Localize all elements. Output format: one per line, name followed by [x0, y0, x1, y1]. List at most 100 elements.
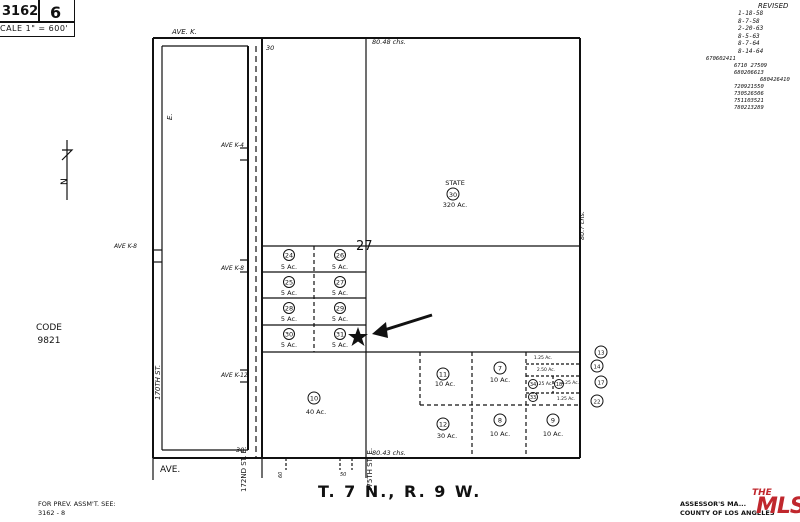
street-ave-k8: AVE K-8	[113, 243, 137, 250]
revision-line: 720921550	[734, 84, 764, 90]
parcel-area: 10 Ac.	[490, 430, 510, 438]
dim-bottom-chain: 80.43 chs.	[372, 449, 406, 457]
revision-line: 6710 27509	[734, 63, 768, 69]
subject-star-icon	[348, 327, 368, 346]
revised-title: REVISED	[758, 2, 789, 10]
parcel-area: 10 Ac.	[543, 430, 563, 438]
assessor-line-2: COUNTY OF LOS ANGELES	[680, 509, 775, 517]
dim-right-chain: 80.? chs.	[578, 211, 586, 240]
parcel-number: 13	[598, 351, 605, 357]
parcel-number: 11	[439, 371, 447, 379]
parcel-number: 10	[310, 395, 318, 403]
prev-line-1: FOR PREV. ASSM'T. SEE:	[38, 500, 116, 508]
street-ave-k12: AVE K-12	[220, 372, 248, 379]
parcel-area: 5 Ac.	[281, 263, 297, 271]
revision-line: 1-18-58	[738, 10, 764, 17]
parcel-number: 12	[439, 421, 447, 429]
revision-line: 751103521	[734, 98, 764, 104]
parcel-area: 5 Ac.	[281, 289, 297, 297]
parcel-number: 30	[449, 191, 457, 199]
prev-line-2: 3162 - 8	[38, 509, 66, 517]
parcel-number: 27	[336, 279, 344, 287]
code-value: 9821	[37, 336, 61, 346]
dim-30-bottom: 30	[236, 446, 244, 454]
revision-line: 8-7-64	[738, 40, 760, 47]
parcel-circle-state	[446, 187, 460, 201]
revision-line: 2-20-63	[738, 25, 764, 32]
assessor-line-1: ASSESSOR'S MA...	[680, 500, 747, 508]
parcel-area: 5 Ac.	[281, 341, 297, 349]
parcel-number: 18	[556, 382, 562, 388]
header-divider	[38, 0, 40, 22]
parcel-number: 28	[285, 305, 293, 313]
street-ave-k4: AVE K-4	[220, 142, 244, 149]
parcel-number: 26	[336, 252, 344, 260]
small-area: .25 Ac.	[537, 381, 553, 387]
street-e: E.	[166, 113, 174, 120]
header-rule	[0, 21, 74, 23]
revision-line: 670602411	[706, 56, 736, 62]
parcel-area: 320 Ac.	[443, 201, 467, 209]
revision-numbers: 670602411 6710 27509 680206613 680426410…	[706, 56, 790, 112]
street-170th: 170TH ST.	[154, 365, 162, 400]
mls-watermark-logo: MLS	[756, 494, 800, 519]
north-arrow-icon	[61, 140, 74, 200]
parcel-area: 30 Ac.	[437, 432, 457, 440]
small-area: 2.50 Ac.	[537, 367, 555, 373]
revision-line: 8-5-63	[738, 32, 760, 40]
parcel-area: 5 Ac.	[332, 289, 348, 297]
dim-60: 60	[278, 472, 284, 478]
parcel-area: 40 Ac.	[306, 408, 326, 416]
street-ave-k: AVE. K.	[171, 28, 197, 36]
parcel-number: 34	[530, 382, 536, 388]
revision-line: 8-14-64	[738, 47, 764, 55]
map-page-number: 6	[50, 3, 62, 22]
code-label: CODE	[36, 323, 62, 333]
revision-line: 730526506	[734, 91, 764, 97]
map-book-header	[0, 0, 75, 37]
section-number: 27	[356, 239, 373, 254]
small-area: 1.25 Ac.	[557, 396, 575, 402]
small-area: 1.25 Ac.	[534, 355, 552, 361]
subject-arrow-icon	[372, 313, 433, 338]
code-block: CODE 9821	[36, 322, 62, 348]
parcel-area: 5 Ac.	[281, 315, 297, 323]
revision-line: 8-7-58	[738, 17, 760, 25]
street-172nd: 172ND ST. E.	[240, 447, 248, 492]
revision-dates: 1-18-58 8-7-58 2-20-63 8-5-63 8-7-64 8-1…	[738, 10, 763, 55]
parcel-number: 7	[498, 365, 502, 373]
parcel-number: 29	[336, 305, 344, 313]
street-ave-k8-inner: AVE K-8	[220, 265, 244, 272]
map-book-number: 3162	[2, 4, 39, 19]
township-range: T. 7 N., R. 9 W.	[318, 482, 482, 501]
parcel-label: STATE	[445, 179, 465, 187]
parcel-area: 5 Ac.	[332, 315, 348, 323]
dim-50: 50	[340, 472, 346, 478]
parcel-number: 30	[285, 331, 293, 339]
parcel-number: 22	[594, 400, 601, 406]
assessor-credit: ASSESSOR'S MA... COUNTY OF LOS ANGELES	[680, 500, 775, 518]
parcel-number: 25	[285, 279, 293, 287]
parcel-number: 8	[498, 417, 502, 425]
parcel-area: 5 Ac.	[332, 263, 348, 271]
parcel-number: 24	[285, 252, 293, 260]
parcel-area: 5 Ac.	[332, 341, 348, 349]
street-ave-bottom: AVE.	[160, 465, 180, 475]
parcel-number: 31	[336, 331, 344, 339]
north-label: N	[60, 178, 70, 185]
revision-line: 780213289	[734, 105, 764, 111]
prev-assessment-note: FOR PREV. ASSM'T. SEE: 3162 - 8	[38, 500, 116, 518]
dim-30-top: 30	[266, 44, 274, 52]
parcel-number: 33	[530, 395, 536, 401]
map-scale: CALE 1" = 600'	[0, 24, 69, 33]
parcel-area: 10 Ac.	[490, 376, 510, 384]
parcel-area: 10 Ac.	[435, 380, 455, 388]
mls-watermark-top: THE	[752, 488, 772, 498]
revision-line: 680206613	[734, 70, 764, 76]
parcel-number: 9	[551, 417, 555, 425]
dim-top-chain: 80.48 chs.	[372, 38, 406, 46]
street-175th: 175TH ST. E.	[366, 448, 374, 492]
revision-line: 680426410	[760, 77, 790, 83]
parcel-number: 14	[594, 365, 601, 371]
